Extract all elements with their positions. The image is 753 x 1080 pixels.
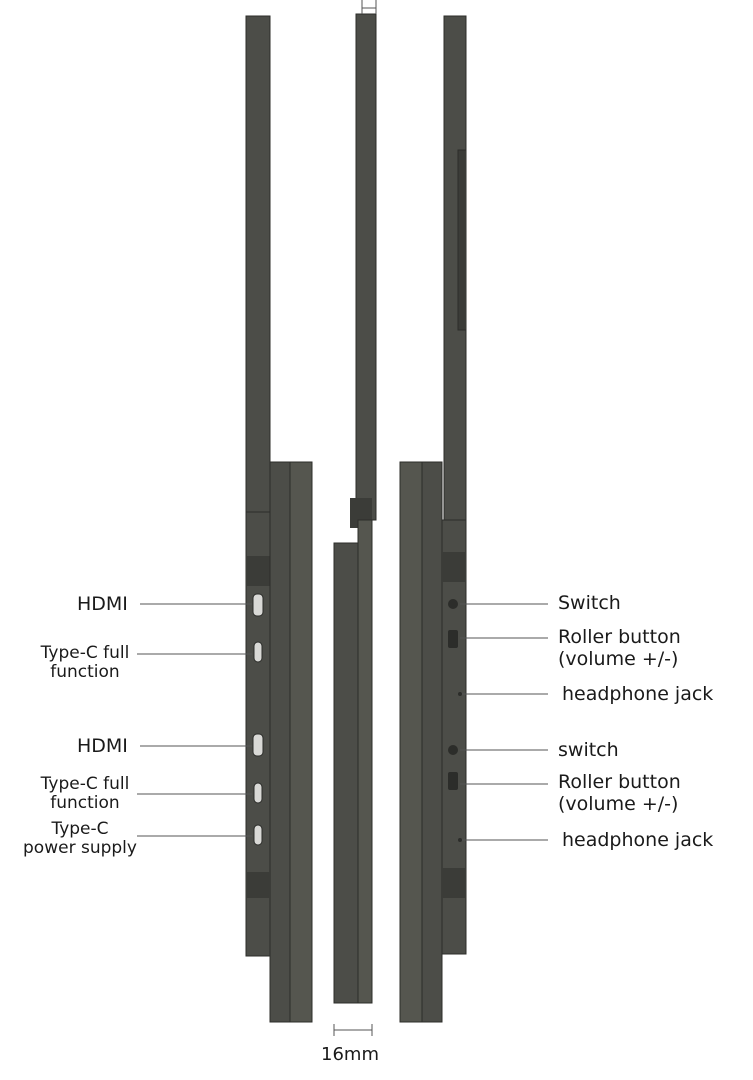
usb-c-port-icon xyxy=(253,641,263,663)
label-line: Type-C xyxy=(51,819,109,839)
label-hdmi-2: HDMI xyxy=(77,735,128,757)
usb-c-port-icon xyxy=(253,782,263,804)
headphone-jack-icon xyxy=(458,838,462,842)
right-panel-b xyxy=(421,461,443,1023)
right-leader-lines xyxy=(460,603,548,841)
headphone-jack-icon xyxy=(458,692,462,696)
roller-button-icon xyxy=(448,630,458,648)
label-line: Roller button xyxy=(558,771,681,793)
label-typec-power: Type-C power supply xyxy=(20,820,140,858)
left-upper-screen xyxy=(245,15,271,517)
label-line: (volume +/-) xyxy=(558,648,679,670)
label-line: power supply xyxy=(23,838,137,858)
thickness-label: 16mm xyxy=(321,1044,379,1065)
label-headphone-2: headphone jack xyxy=(562,829,714,851)
middle-upper-screen xyxy=(355,13,377,521)
power-switch-icon xyxy=(448,599,458,609)
roller-button-icon xyxy=(448,772,458,790)
label-switch-1: Switch xyxy=(558,592,621,614)
label-typec-full-2: Type-C full function xyxy=(30,775,140,813)
left-side-view xyxy=(245,15,313,1023)
hdmi-port-icon xyxy=(252,733,264,757)
left-leader-lines xyxy=(137,603,252,837)
right-side-view xyxy=(399,15,467,1023)
usb-c-port-icon xyxy=(253,824,263,846)
middle-lower-panel-b xyxy=(357,519,373,1004)
left-foot-block xyxy=(246,872,270,898)
label-hdmi-1: HDMI xyxy=(77,593,128,615)
left-panel-b xyxy=(289,461,313,1023)
label-line: function xyxy=(50,793,120,813)
label-roller-1: Roller button (volume +/-) xyxy=(558,626,681,670)
hdmi-port-icon xyxy=(252,593,264,617)
right-foot-block xyxy=(442,868,466,898)
label-line: Roller button xyxy=(558,626,681,648)
label-typec-full-1: Type-C full function xyxy=(30,644,140,682)
left-panel-a xyxy=(269,461,291,1023)
label-line: (volume +/-) xyxy=(558,793,679,815)
middle-lower-panel-a xyxy=(333,542,359,1004)
left-hinge-block xyxy=(246,556,270,586)
label-headphone-1: headphone jack xyxy=(562,683,714,705)
label-line: Type-C full xyxy=(40,643,130,663)
label-switch-2: switch xyxy=(558,739,619,761)
label-roller-2: Roller button (volume +/-) xyxy=(558,771,681,815)
right-panel-a xyxy=(399,461,423,1023)
label-line: function xyxy=(50,662,120,682)
middle-side-view xyxy=(333,0,377,1036)
right-hinge-block xyxy=(442,552,466,582)
right-screen-notch xyxy=(457,149,466,331)
label-line: Type-C full xyxy=(40,774,130,794)
power-switch-icon xyxy=(448,745,458,755)
